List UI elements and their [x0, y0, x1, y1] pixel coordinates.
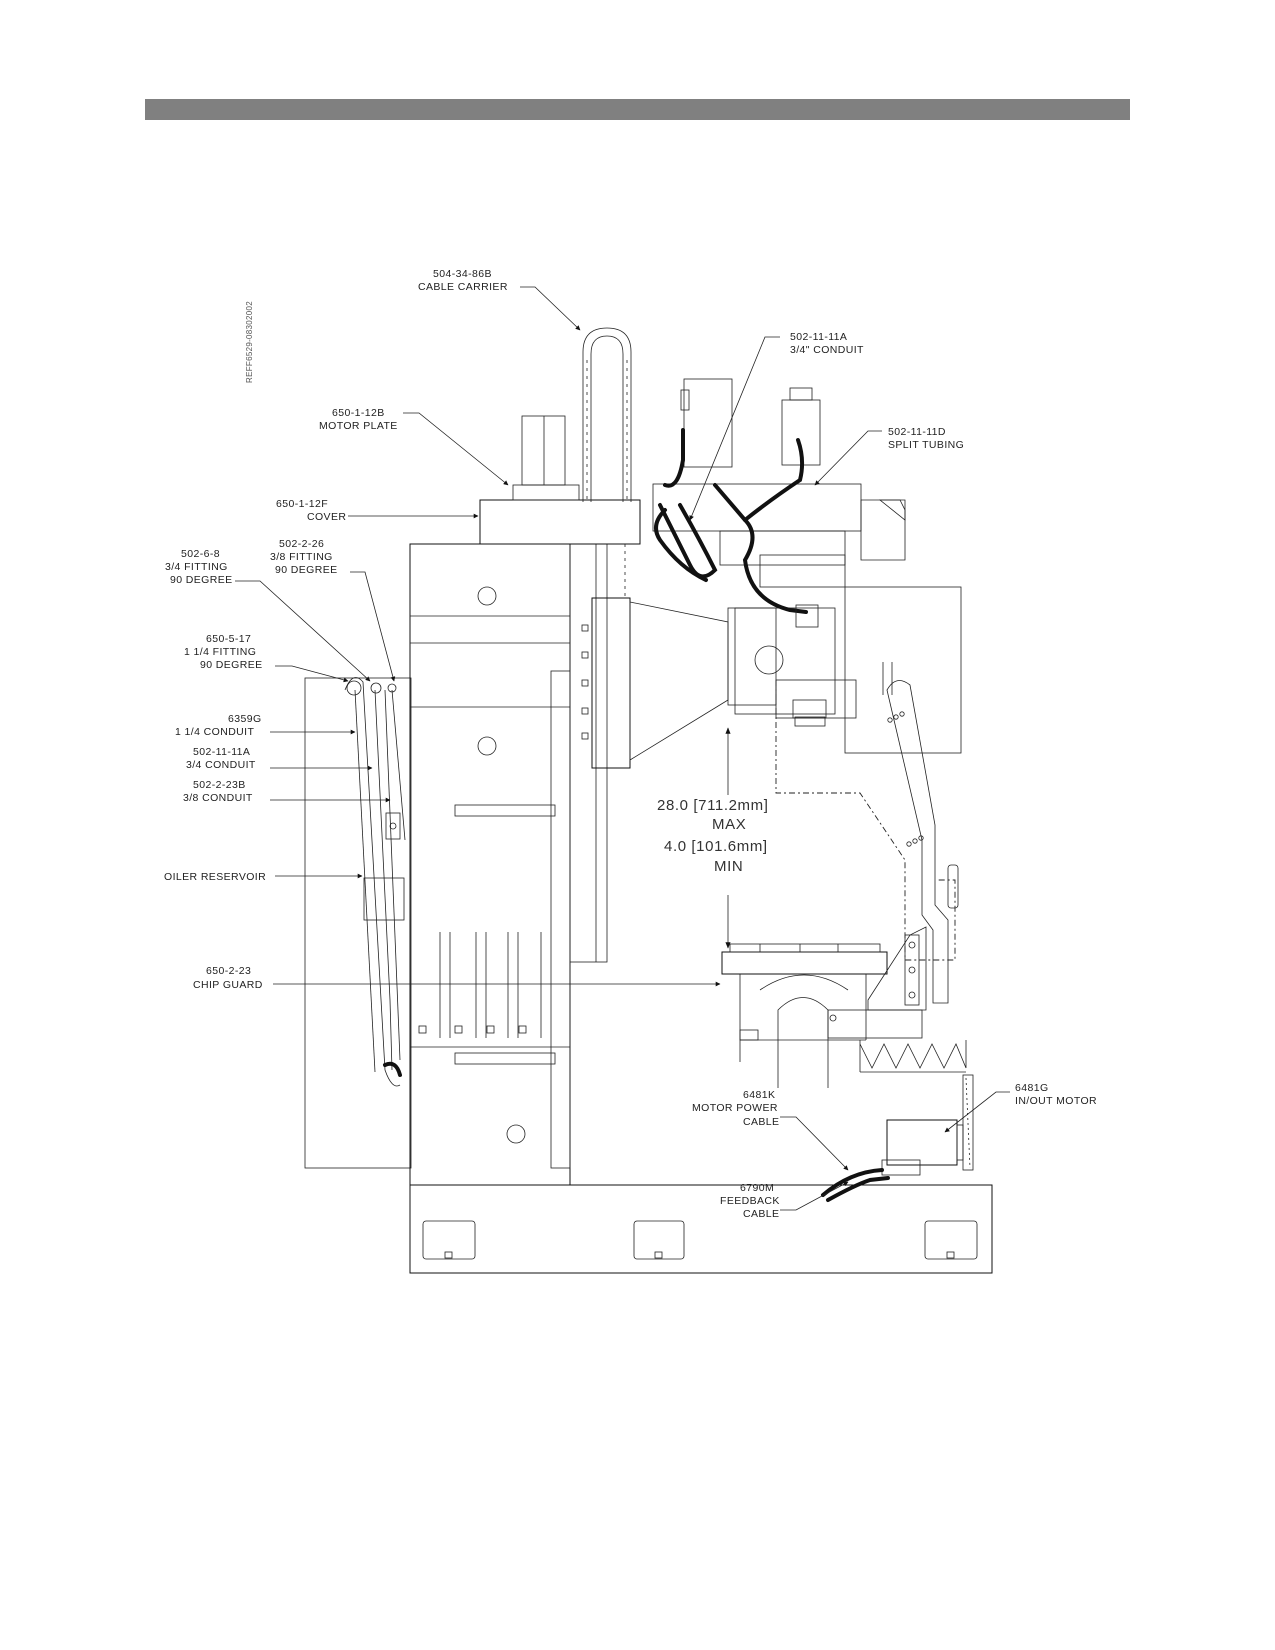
fitting-38-description: 3/8 FITTING — [270, 551, 333, 563]
leader-lines — [235, 286, 1010, 1211]
fitting-38-angle: 90 DEGREE — [275, 564, 338, 576]
fitting-34-part-number: 502-6-8 — [181, 548, 220, 560]
fitting-114-description: 1 1/4 FITTING — [184, 646, 256, 658]
split-tubing-part-number: 502-11-11D — [888, 426, 946, 438]
in-out-motor-part-number: 6481G — [1015, 1082, 1049, 1094]
fitting-38-part-number: 502-2-26 — [279, 538, 324, 550]
in-out-motor-description: IN/OUT MOTOR — [1015, 1095, 1097, 1107]
conduit-top-part-number: 502-11-11A — [790, 331, 847, 343]
conduit-34-part-number: 502-11-11A — [193, 746, 250, 758]
oiler-reservoir-label: OILER RESERVOIR — [164, 871, 266, 883]
fitting-114-angle: 90 DEGREE — [200, 659, 263, 671]
header-bar — [145, 99, 1130, 120]
cable-carrier-part-number: 504-34-86B — [433, 268, 492, 280]
part-labels: 504-34-86B CABLE CARRIER 502-11-11A 3/4"… — [164, 268, 1097, 1220]
dimension-min-label: MIN — [714, 858, 743, 875]
dimension-min-value: 4.0 [101.6mm] — [664, 838, 768, 855]
conduit-38-description: 3/8 CONDUIT — [183, 792, 253, 804]
conduit-top-description: 3/4" CONDUIT — [790, 344, 864, 356]
feedback-cable-part-number: 6790M — [740, 1182, 774, 1194]
cable-carrier-description: CABLE CARRIER — [418, 281, 508, 293]
motor-plate-description: MOTOR PLATE — [319, 420, 398, 432]
machine-body — [304, 327, 993, 1274]
conduit-34-description: 3/4 CONDUIT — [186, 759, 256, 771]
motor-power-cable-description: MOTOR POWER — [692, 1102, 778, 1114]
conduit-38-part-number: 502-2-23B — [193, 779, 246, 791]
feedback-cable-label: CABLE — [743, 1208, 779, 1220]
chip-guard-part-number: 650-2-23 — [206, 965, 251, 977]
motor-power-cable-part-number: 6481K — [743, 1089, 775, 1101]
cover-description: COVER — [307, 511, 346, 523]
dimension-max-label: MAX — [712, 816, 746, 833]
conduit-114-part-number: 6359G — [228, 713, 262, 725]
cover-part-number: 650-1-12F — [276, 498, 328, 510]
motor-plate-part-number: 650-1-12B — [332, 407, 385, 419]
motor-power-cable-label: CABLE — [743, 1116, 779, 1128]
hoses — [344, 428, 890, 1202]
conduit-114-description: 1 1/4 CONDUIT — [175, 726, 254, 738]
reference-number: REFF6529-08302002 — [245, 301, 254, 383]
chip-guard-description: CHIP GUARD — [193, 979, 263, 991]
fitting-34-description: 3/4 FITTING — [165, 561, 228, 573]
dimension-max-value: 28.0 [711.2mm] — [657, 797, 769, 814]
travel-dimension: 28.0 [711.2mm] MAX 4.0 [101.6mm] MIN — [657, 797, 769, 875]
split-tubing-description: SPLIT TUBING — [888, 439, 964, 451]
feedback-cable-description: FEEDBACK — [720, 1195, 780, 1207]
fitting-34-angle: 90 DEGREE — [170, 574, 233, 586]
fitting-114-part-number: 650-5-17 — [206, 633, 251, 645]
